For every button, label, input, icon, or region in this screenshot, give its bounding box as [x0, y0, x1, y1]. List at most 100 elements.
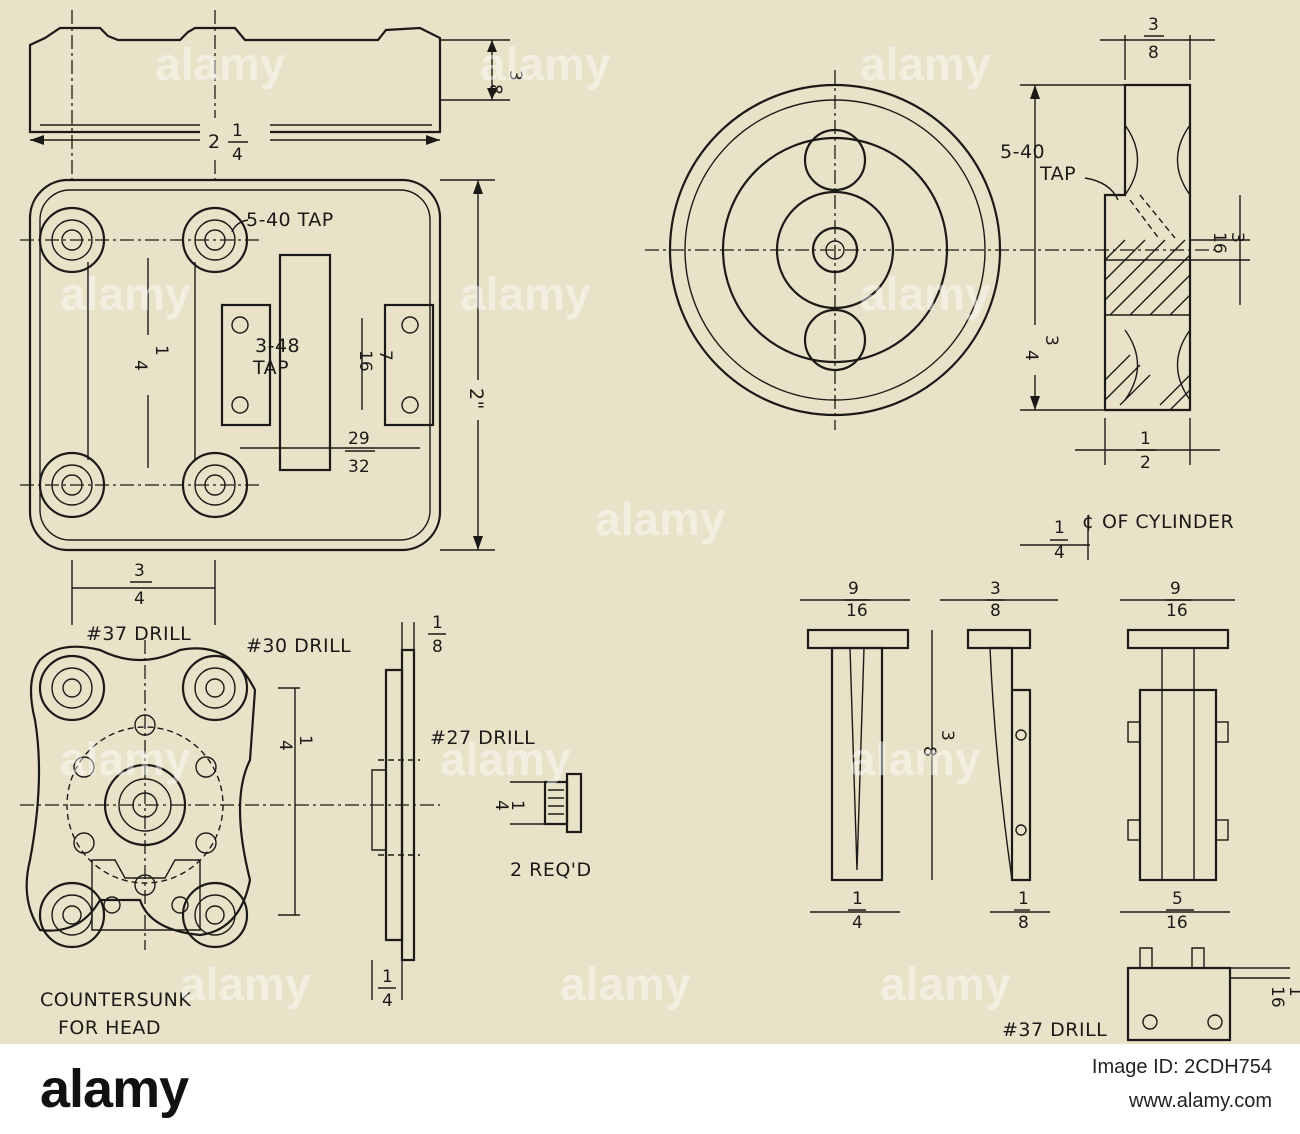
p3bot-den: 16 — [1166, 913, 1188, 933]
plate-outline — [25, 645, 257, 937]
detail-hole — [1207, 1014, 1223, 1030]
dwidth-num: 3 — [1148, 15, 1159, 35]
watermark: alamy — [560, 958, 691, 1010]
alamy-logo[interactable]: alamy — [40, 1059, 189, 1119]
countersunk-label-2: FOR HEAD — [58, 1017, 161, 1039]
tap-348-label-a: 3-48 — [255, 335, 300, 357]
drill-hole — [195, 756, 217, 778]
drill-37-label: #37 DRILL — [86, 623, 191, 645]
thickness-num: 3 — [505, 70, 525, 81]
spacing-den: 4 — [130, 360, 150, 371]
offset-den: 32 — [348, 457, 370, 477]
dheight-num: 3 — [1041, 335, 1061, 346]
part2-hole — [1015, 729, 1027, 741]
watermark: alamy — [860, 268, 991, 320]
bottom-den: 4 — [382, 991, 393, 1011]
lower-boss-ul — [38, 654, 106, 722]
arrowhead — [426, 135, 440, 145]
footer-bar: alamy Image ID: 2CDH754 www.alamy.com — [0, 1044, 1300, 1134]
cyl-den: 4 — [1054, 543, 1065, 563]
flange-den: 8 — [432, 637, 443, 657]
countersunk-label-1: COUNTERSUNK — [40, 989, 191, 1011]
part3-tab — [1215, 721, 1229, 743]
detail-lugs — [1139, 947, 1205, 968]
parts-view: ¢ OF CYLINDER 1 4 9 16 1 4 — [800, 511, 1300, 1042]
watermark: alamy — [180, 958, 311, 1010]
watermark: alamy — [850, 733, 981, 785]
bolt-qty: 2 REQ'D — [510, 859, 592, 881]
detail-block — [1126, 966, 1232, 1042]
p1bot-den: 4 — [852, 913, 863, 933]
watermark: alamy — [460, 268, 591, 320]
top-edge-view: 3 8 2 1 4 — [28, 10, 525, 180]
arrowhead — [30, 135, 44, 145]
offset-num: 29 — [348, 429, 370, 449]
boss-ll — [38, 451, 106, 519]
watermark: alamy — [880, 958, 1011, 1010]
detail-hole — [1142, 1014, 1158, 1030]
p1top-num: 9 — [848, 579, 859, 599]
part2-hole — [1015, 824, 1027, 836]
slot-num: 7 — [375, 350, 395, 361]
dim-gap — [1022, 325, 1050, 375]
lheight-num: 1 — [295, 735, 315, 746]
bolt-num: 1 — [507, 800, 527, 811]
side-boss — [371, 769, 387, 851]
tap-540-label: 5-40 TAP — [246, 209, 334, 231]
p2top-num: 3 — [990, 579, 1001, 599]
detail-drill-label: #37 DRILL — [1002, 1019, 1107, 1041]
part3-head — [1126, 628, 1230, 650]
drill-hole — [171, 896, 189, 914]
dim-gap — [200, 118, 270, 160]
plan-outer — [28, 178, 442, 552]
arrowhead — [487, 88, 497, 100]
image-id-label: Image ID: 2CDH754 — [1091, 1056, 1272, 1078]
dheight-den: 4 — [1021, 350, 1041, 361]
drill-hole — [73, 832, 95, 854]
p2h-num: 3 — [937, 730, 957, 741]
base-num: 1 — [1140, 429, 1151, 449]
dwidth-den: 8 — [1148, 43, 1159, 63]
part2-head — [966, 628, 1032, 650]
p3top-den: 16 — [1166, 601, 1188, 621]
detail-den: 16 — [1267, 986, 1287, 1008]
watermark: alamy — [440, 733, 571, 785]
width-num: 3 — [134, 561, 145, 581]
site-url-link[interactable]: www.alamy.com — [1129, 1090, 1272, 1112]
disc-view: 5-40 TAP 3 8 3 4 3 — [645, 15, 1250, 473]
tap-hole — [401, 396, 419, 414]
lheight-den: 4 — [275, 740, 295, 751]
drill-hole — [134, 874, 156, 896]
part3-tab — [1215, 819, 1229, 841]
drill-hole — [195, 832, 217, 854]
watermark: alamy — [860, 38, 991, 90]
arrowhead — [487, 40, 497, 52]
tap-hole — [231, 396, 249, 414]
tap-hole — [401, 316, 419, 334]
dim-gap — [128, 335, 168, 395]
boss-lr — [181, 451, 249, 519]
p3top-num: 9 — [1170, 579, 1181, 599]
part1-taper — [849, 647, 865, 871]
leader — [1084, 177, 1119, 201]
lower-boss-ur — [181, 654, 249, 722]
watermark: alamy — [480, 38, 611, 90]
arrowhead — [1030, 396, 1040, 410]
cylinder-label: OF CYLINDER — [1102, 511, 1234, 533]
boss-ul — [38, 206, 106, 274]
p2top-den: 8 — [990, 601, 1001, 621]
arrowhead — [1030, 85, 1040, 99]
plan-view: 5-40 TAP 3-48 TAP 1 4 7 16 29 32 — [20, 178, 495, 552]
arrowhead — [473, 536, 483, 550]
part3-tab — [1127, 721, 1141, 743]
part3-tab — [1127, 819, 1141, 841]
bottom-num: 1 — [382, 967, 393, 987]
p1top-den: 16 — [846, 601, 868, 621]
p2bot-num: 1 — [1018, 889, 1029, 909]
hub-den: 16 — [1209, 232, 1229, 254]
drill-27-label: #27 DRILL — [430, 727, 535, 749]
disc-section-curves — [1124, 124, 1191, 401]
lower-view: 3 4 #37 DRILL #30 DRILL — [20, 560, 592, 1039]
watermark: alamy — [155, 38, 286, 90]
